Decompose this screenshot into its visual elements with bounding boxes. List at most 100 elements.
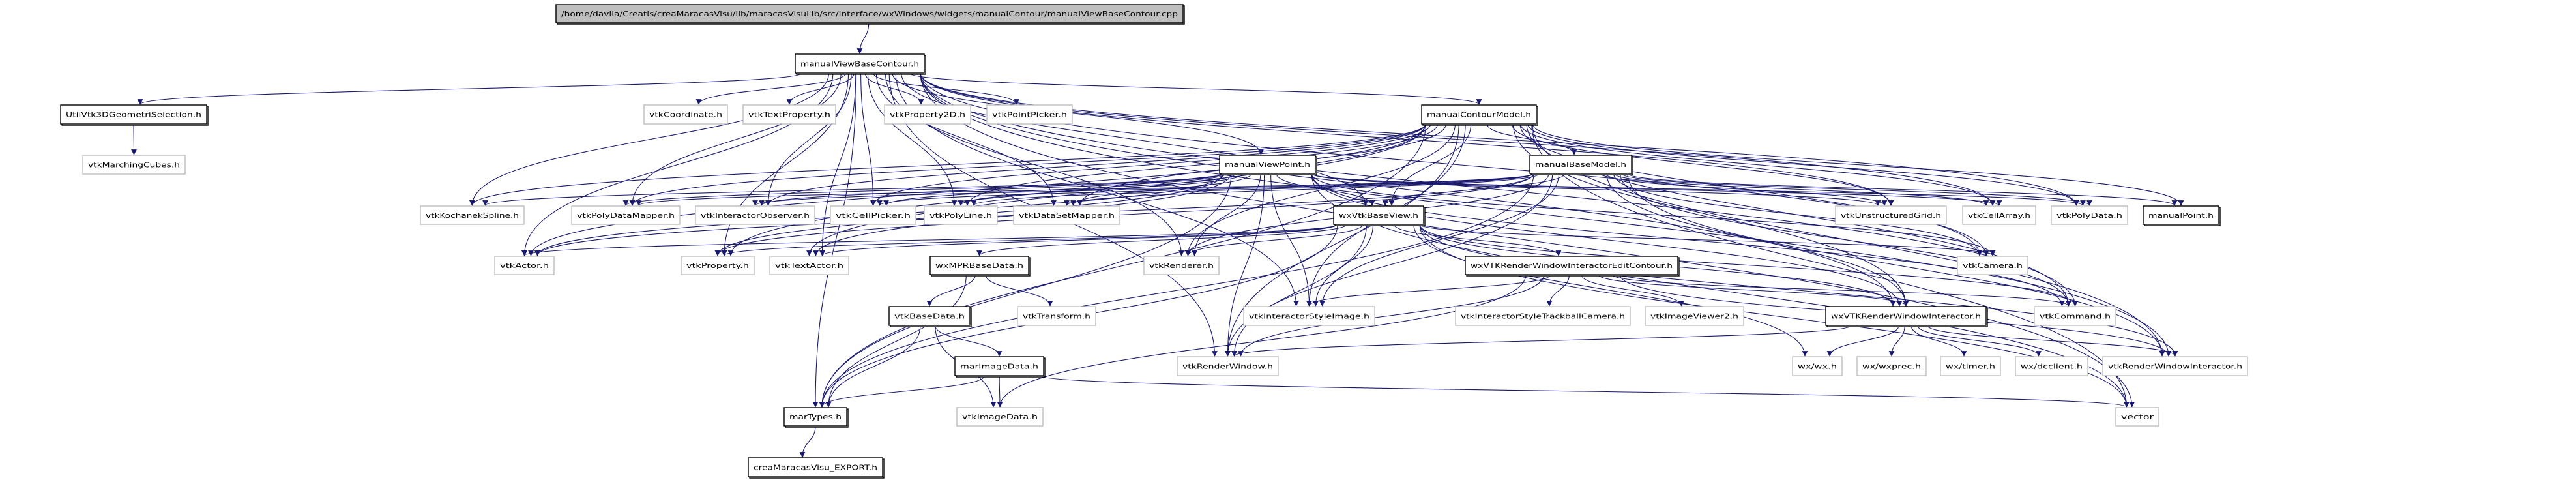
edge-marimage-to-martypes (819, 375, 985, 408)
node-wx-wxprec-h: wx/wxprec.h (1856, 356, 1927, 376)
edge-mprbase-to-transform (985, 274, 1053, 307)
node-creamaracasvisu-export-h[interactable]: creaMaracasVisu_EXPORT.h (748, 457, 885, 479)
node-label: /home/davila/Creatis/creaMaracasVisu/lib… (561, 10, 1178, 18)
node-vtkcamera-h: vtkCamera.h (1957, 256, 2028, 275)
node-vtkinteractorstyletrackballcamera-h: vtkInteractorStyleTrackballCamera.h (1455, 306, 1631, 326)
edge-mcm-to-cellarray (1520, 123, 1996, 206)
node-label: wxVTKRenderWindowInteractorEditContour.h (1471, 262, 1673, 270)
edge-editcontour-to-trackball (1546, 274, 1570, 307)
edge-mcm-to-kochanek (469, 123, 1426, 206)
root-file-node[interactable]: /home/davila/Creatis/creaMaracasVisu/lib… (555, 4, 1185, 25)
node-wxmprbasedata-h[interactable]: wxMPRBaseData.h (929, 256, 1031, 277)
edge-wxvtkbase-to-actor (521, 224, 1338, 256)
node-manualbasemodel-h[interactable]: manualBaseModel.h (1529, 155, 1633, 175)
edge-mbm-to-polydata (1620, 173, 2092, 206)
node-box (2115, 407, 2159, 427)
edge-mprbase-to-martypes (825, 274, 967, 408)
node-label: vtkUnstructuredGrid.h (1841, 211, 1941, 220)
node-label: vtkInteractorObserver.h (701, 211, 810, 220)
edge-mvbc-to-coord (695, 72, 847, 105)
node-box (555, 4, 1184, 23)
edge-mvbc-to-camera (920, 72, 1989, 256)
edge-mcm-to-pdmapper (629, 123, 1426, 206)
node-wx-dcclient-h: wx/dcclient.h (2015, 356, 2088, 376)
node-label: wx/wx.h (1798, 363, 1837, 371)
node-box (986, 104, 1073, 125)
node-vtkcellarray-h: vtkCellArray.h (1962, 205, 2036, 225)
node-wxvtkrenderwindowinteractor-h[interactable]: wxVTKRenderWindowInteractor.h (1825, 306, 1988, 327)
node-vtkpointpicker-h: vtkPointPicker.h (986, 104, 1073, 125)
edge-mvp-to-pdmapper (622, 173, 1224, 206)
edge-mvp-to-kochanek (482, 173, 1224, 206)
node-vtkactor-h: vtkActor.h (494, 256, 555, 275)
node-label: vtkCamera.h (1963, 262, 2023, 270)
edge-mvbc-to-martypes (812, 72, 857, 408)
node-utilvtk3dgeometriselection-h[interactable]: UtilVtk3DGeometriSelection.h (60, 104, 209, 126)
edge-basedata-to-martypes (825, 325, 921, 408)
edge-marimage-to-imagedata (997, 375, 1003, 408)
edge-wxvtkbase-to-renderwindow (1231, 224, 1368, 357)
node-box (643, 104, 728, 125)
edge-wxrwi-to-renderwindow (1231, 325, 1852, 357)
node-label: marImageData.h (960, 363, 1038, 371)
edge-mcm-to-polydata (1527, 123, 2079, 206)
edge-mbm-to-pdmapper (636, 173, 1534, 206)
node-box (2143, 205, 2219, 225)
node-vtkbasedata-h[interactable]: vtkBaseData.h (888, 306, 972, 327)
edge-editcontour-to-viewer2 (1581, 274, 1684, 307)
edge-wxvtkbase-to-camera (1419, 224, 1996, 256)
node-box (748, 457, 883, 477)
edge-editcontour-to-wxrwi (1598, 274, 1909, 307)
edge-mvp-to-styleimage (1270, 173, 1312, 307)
edge-mcm-to-renderwindow (1225, 123, 1459, 357)
node-wxvtkbaseview-h[interactable]: wxVtkBaseView.h (1333, 205, 1426, 226)
node-label: manualPoint.h (2148, 211, 2214, 220)
node-marimagedata-h[interactable]: marImageData.h (954, 356, 1046, 378)
node-box (1835, 205, 1947, 225)
node-label: UtilVtk3DGeometriSelection.h (66, 111, 201, 119)
node-label: manualContourModel.h (1427, 111, 1531, 119)
node-manualcontourmodel-h[interactable]: manualContourModel.h (1421, 104, 1538, 126)
node-box (1529, 155, 1632, 174)
node-vtkproperty-h: vtkProperty.h (681, 256, 755, 275)
edge-mvp-to-dsmapper (1070, 173, 1252, 206)
edge-mcm-to-vector (1531, 123, 2130, 408)
node-label: wx/timer.h (1946, 363, 1995, 371)
node-label: vtkCellPicker.h (836, 211, 911, 220)
edge-mcm-to-wxvtkbase (1388, 123, 1472, 206)
node-box (1243, 306, 1375, 326)
edge-mvbc-to-rwi (920, 72, 2172, 357)
node-vtkrenderwindow-h: vtkRenderWindow.h (1177, 356, 1279, 376)
edge-wxrwi-to-wxprec (1888, 325, 1905, 357)
node-box (2034, 306, 2116, 326)
node-box (2102, 356, 2248, 376)
edge-mvbc-to-pdmapper (629, 72, 842, 206)
node-box (1792, 356, 1843, 376)
node-box (1219, 155, 1316, 174)
edge-mbm-to-ugrid (1605, 173, 1888, 206)
edge-mbm-to-rwi (1627, 173, 2165, 357)
node-manualviewbasecontour-h[interactable]: manualViewBaseContour.h (795, 53, 926, 75)
node-box (830, 205, 916, 225)
node-vtkmarchingcubes-h: vtkMarchingCubes.h (82, 155, 186, 175)
edge-wxrwi-to-wxwx (1826, 325, 1899, 357)
node-box (1825, 306, 1987, 326)
node-box (681, 256, 755, 275)
node-manualpoint-h[interactable]: manualPoint.h (2143, 205, 2221, 226)
node-label: vtkMarchingCubes.h (88, 161, 180, 170)
node-martypes-h[interactable]: marTypes.h (783, 407, 849, 428)
node-box (494, 256, 555, 275)
edge-mvp-to-cellarray (1311, 173, 2002, 206)
node-label: manualViewPoint.h (1225, 160, 1310, 169)
edge-mvbc-to-cellpicker (860, 72, 876, 206)
node-wxvtkrenderwindowinteractoreditcontour-h[interactable]: wxVTKRenderWindowInteractorEditContour.h (1465, 256, 1680, 277)
node-vtkrenderwindowinteractor-h: vtkRenderWindowInteractor.h (2102, 356, 2248, 376)
node-manualviewpoint-h[interactable]: manualViewPoint.h (1219, 155, 1317, 175)
edge-wxvtkbase-to-editcontour (1394, 224, 1562, 256)
edge-mvbc-to-util3d (137, 72, 802, 105)
edge-mcm-to-mpoint (1532, 123, 2184, 206)
edge-mbm-to-wxrwi (1606, 173, 1909, 307)
node-box (1455, 306, 1631, 326)
edge-mvp-to-ugrid (1311, 173, 1881, 206)
